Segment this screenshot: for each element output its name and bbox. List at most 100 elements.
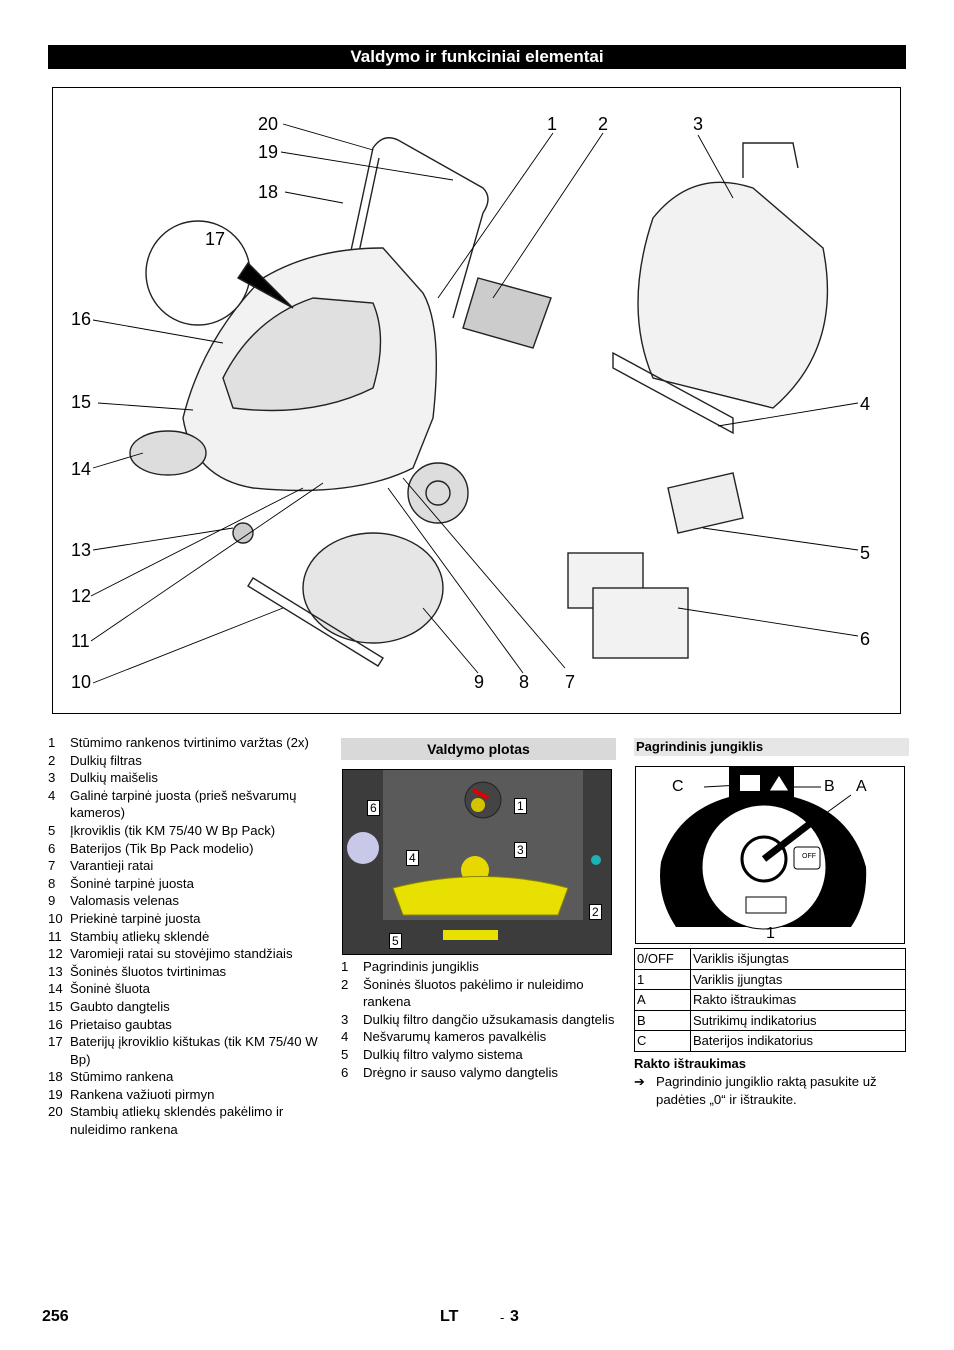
callout-4: 4	[860, 394, 871, 414]
list-num: 1	[341, 959, 349, 974]
main-switch-illustration	[660, 767, 867, 930]
legend-num: 6	[48, 840, 56, 856]
list-text: Nešvarumų kameros pavalkėlis	[363, 1029, 547, 1045]
list-item: 2 Šoninės šluotos pakėlimo ir nuleidimo r…	[341, 976, 616, 1011]
control-panel-list: 1 Pagrindinis jungiklis 2 Šoninės šluotos …	[341, 958, 616, 1081]
callout-7: 7	[565, 672, 576, 692]
legend-text: Rankena važiuoti pirmyn	[70, 1086, 215, 1102]
legend-num: 9	[48, 893, 56, 909]
page-number: 256	[42, 1308, 69, 1325]
callout-19: 19	[258, 142, 279, 162]
photo-label-4: 4	[406, 850, 419, 866]
list-text: Drėgno ir sauso valymo dangtelis	[363, 1064, 558, 1080]
section-number: 3	[510, 1308, 519, 1325]
legend-num: 15	[48, 998, 63, 1014]
legend-text: Įkroviklis (tik KM 75/40 W Bp Pack)	[70, 822, 276, 838]
legend-text: Baterijos (Tik Bp Pack modelio)	[70, 840, 254, 856]
list-item: 4 Nešvarumų kameros pavalkėlis	[341, 1028, 616, 1046]
list-text: Šoninės šluotos pakėlimo ir nuleidimo ra…	[363, 976, 584, 1010]
label-zero: 0	[838, 849, 847, 866]
legend-item: 14 Šoninė šluota	[48, 980, 328, 998]
callout-2: 2	[598, 114, 609, 134]
table-cell: Variklis įjungtas	[690, 968, 906, 990]
legend-num: 10	[48, 910, 63, 926]
legend-text: Stambių atliekų sklendės pakėlimo ir nul…	[70, 1104, 284, 1138]
callout-9: 9	[474, 672, 485, 692]
main-switch-heading: Pagrindinis jungiklis	[634, 738, 909, 756]
legend-num: 13	[48, 963, 63, 979]
list-num: 5	[341, 1046, 349, 1062]
list-item: 3 Dulkių filtro dangčio užsukamasis dangt…	[341, 1011, 616, 1029]
label-c: C	[672, 778, 684, 795]
list-num: 3	[341, 1011, 349, 1027]
legend-text: Varantieji ratai	[70, 858, 154, 874]
legend-item: 19 Rankena važiuoti pirmyn	[48, 1086, 328, 1104]
legend-text: Dulkių maišelis	[70, 770, 158, 786]
table-cell: Variklis išjungtas	[690, 948, 906, 970]
off-marker: OFF	[802, 853, 816, 860]
legend-num: 18	[48, 1069, 63, 1085]
callout-8: 8	[519, 672, 530, 692]
legend-num: 17	[48, 1034, 63, 1050]
legend-item: 10 Priekinė tarpinė juosta	[48, 910, 328, 928]
legend-text: Stūmimo rankenos tvirtinimo varžtas (2x)	[70, 735, 309, 750]
legend-num: 16	[48, 1016, 63, 1032]
table-cell: Rakto ištraukimas	[690, 989, 906, 1011]
legend-item: 15 Gaubto dangtelis	[48, 998, 328, 1016]
legend-text: Prietaiso gaubtas	[70, 1016, 172, 1032]
photo-label-5: 5	[389, 933, 402, 949]
table-cell: C	[634, 1030, 691, 1052]
machine-diagram: 20 19 18 17 16 15 14 13 12 11 10 1 2 3 4…	[52, 87, 901, 714]
list-text: Pagrindinis jungiklis	[363, 959, 479, 974]
callout-20: 20	[258, 114, 279, 134]
instruction-text: Pagrindinio jungiklio raktą pasukite už …	[656, 1074, 877, 1107]
legend-num: 8	[48, 875, 56, 891]
legend-num: 2	[48, 752, 56, 768]
photo-label-1: 1	[514, 798, 527, 814]
legend-text: Gaubto dangtelis	[70, 998, 170, 1014]
legend-num: 14	[48, 981, 63, 997]
table-cell: 1	[634, 968, 691, 990]
legend-text: Priekinė tarpinė juosta	[70, 910, 201, 926]
list-num: 4	[341, 1029, 349, 1045]
list-text: Dulkių filtro valymo sistema	[363, 1046, 523, 1062]
legend-text: Varomieji ratai su stovėjimo standžiais	[70, 946, 293, 962]
callout-1: 1	[547, 114, 558, 134]
legend-num: 19	[48, 1086, 63, 1102]
callout-13: 13	[71, 540, 92, 560]
legend-text: Dulkių filtras	[70, 752, 142, 768]
list-text: Dulkių filtro dangčio užsukamasis dangte…	[363, 1011, 615, 1027]
control-panel-heading: Valdymo plotas	[341, 738, 616, 760]
legend-num: 4	[48, 787, 56, 803]
callout-11: 11	[71, 631, 90, 651]
list-item: 1 Pagrindinis jungiklis	[341, 958, 616, 976]
callout-17: 17	[205, 229, 226, 249]
legend-text: Šoninė šluota	[70, 981, 150, 997]
legend-text: Stambių atliekų sklendė	[70, 928, 210, 944]
legend-item: 18 Stūmimo rankena	[48, 1068, 328, 1086]
table-cell: A	[634, 989, 691, 1011]
legend-text: Valomasis velenas	[70, 893, 179, 909]
language-code: LT	[440, 1308, 459, 1325]
list-num: 2	[341, 976, 349, 992]
footer-separator: -	[500, 1310, 505, 1325]
legend-text: Stūmimo rankena	[70, 1069, 174, 1085]
main-switch-diagram: C B A 0 1 OFF	[635, 766, 905, 944]
list-item: 5 Dulkių filtro valymo sistema	[341, 1046, 616, 1064]
callout-3: 3	[693, 114, 704, 134]
callout-5: 5	[860, 543, 871, 563]
callout-16: 16	[71, 309, 92, 329]
